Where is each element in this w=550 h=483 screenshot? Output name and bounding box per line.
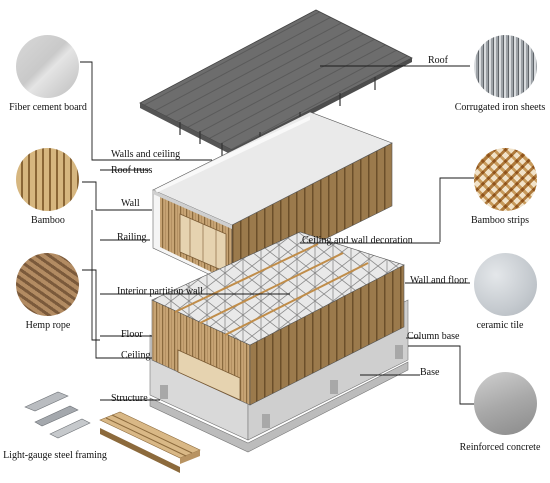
bamboo-label: Bamboo	[31, 215, 65, 226]
corrugated-iron-swatch	[474, 35, 537, 98]
fiber-cement-label: Fiber cement board	[9, 102, 87, 113]
floor-label: Floor	[121, 329, 143, 340]
reinforced-concrete-swatch	[474, 372, 537, 435]
corrugated-iron-label: Corrugated iron sheets	[454, 102, 546, 113]
steel-framing-label: Light-gauge steel framing	[3, 450, 107, 461]
fiber-cement-swatch	[16, 35, 79, 98]
hemp-rope-swatch	[16, 253, 79, 316]
structure-component	[99, 411, 201, 473]
ceramic-tile-swatch	[474, 253, 537, 316]
column-base-label: Column base	[407, 331, 460, 342]
ceramic-tile-label: ceramic tile	[476, 320, 524, 331]
lower-module	[149, 231, 409, 453]
bamboo-swatch	[16, 148, 79, 211]
structure-label: Structure	[111, 393, 148, 404]
bamboo-strips-label: Bamboo strips	[470, 215, 530, 226]
ceiling-label: Ceiling	[121, 350, 151, 361]
interior-partition-label: Interior partition wall	[117, 286, 204, 297]
hemp-rope-label: Hemp rope	[25, 320, 71, 331]
roof-truss-label: Roof truss	[111, 165, 153, 176]
steel-framing-swatch	[24, 391, 91, 439]
leader-lines	[80, 61, 478, 405]
bamboo-strips-swatch	[474, 148, 537, 211]
base-label: Base	[420, 367, 440, 378]
walls-ceiling-label: Walls and ceiling	[111, 149, 181, 160]
reinforced-concrete-label: Reinforced concrete	[459, 442, 541, 453]
wall-floor-label: Wall and floor	[410, 275, 468, 286]
roof-label: Roof	[428, 55, 448, 66]
wall-label: Wall	[121, 198, 140, 209]
ceiling-wall-decoration-label: Ceiling and wall decoration	[302, 235, 413, 246]
railing-label: Railing	[117, 232, 147, 243]
